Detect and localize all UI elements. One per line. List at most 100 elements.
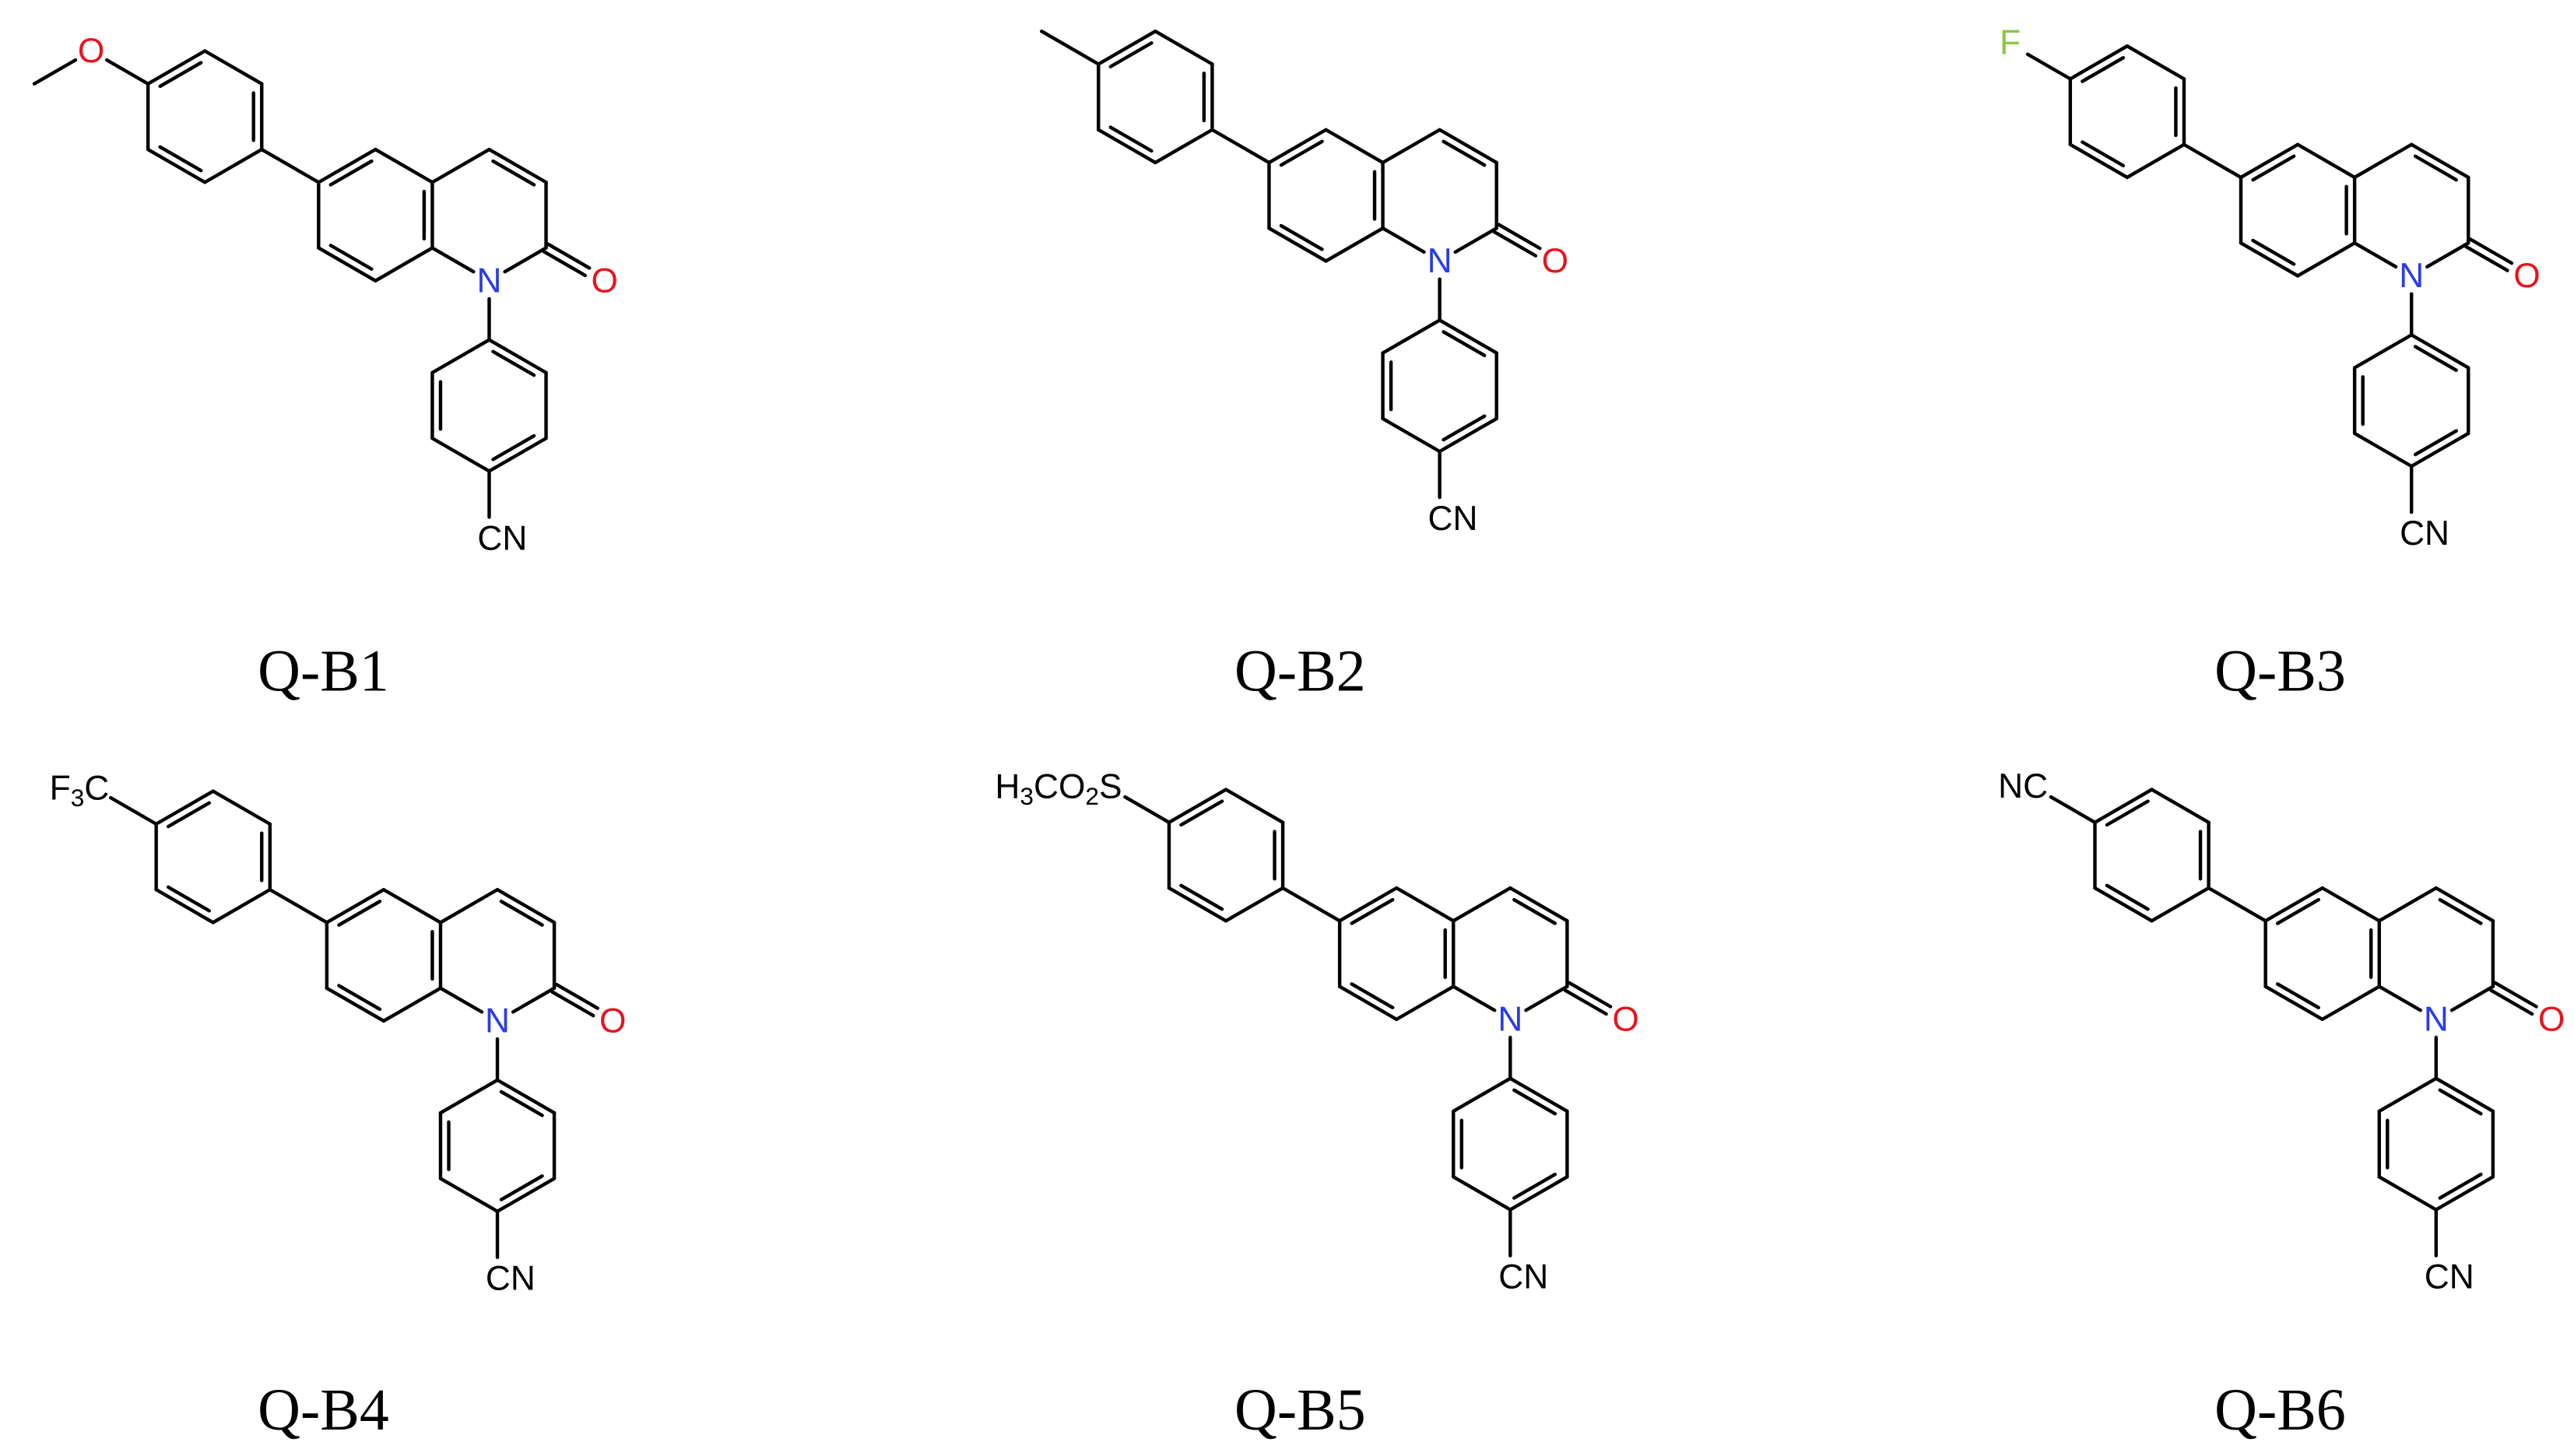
carbonyl-bond — [2468, 237, 2514, 265]
bond-line — [487, 338, 548, 375]
formula-subscript: 3 — [71, 784, 85, 812]
bond-line — [2125, 44, 2186, 81]
bond-line — [1167, 788, 1228, 824]
bond-line — [1097, 128, 1157, 165]
bond-line — [1452, 1076, 1512, 1114]
bond-line — [2239, 142, 2300, 180]
bond-line — [495, 1078, 557, 1115]
bond-line — [32, 58, 78, 86]
bond-line — [1224, 788, 1285, 824]
double-bond-line — [2081, 56, 2126, 83]
bond-line — [1452, 886, 1512, 923]
double-bond-line — [1108, 41, 1154, 68]
bond-line — [211, 789, 272, 826]
nitrogen-atom-label: N — [1427, 242, 1452, 280]
double-bond-line — [491, 159, 536, 187]
formula-text: CO — [1034, 767, 1085, 805]
nitrile-label: CN — [486, 1260, 536, 1298]
bond-line — [1381, 318, 1442, 355]
bond-line — [317, 147, 377, 184]
carbonyl-oxygen-label: O — [592, 261, 618, 300]
bond-line — [2409, 333, 2470, 370]
double-bond-line — [499, 900, 544, 927]
nitrile-label: CN — [1498, 1258, 1548, 1296]
double-bond-line — [166, 801, 212, 829]
double-bond-line — [2251, 238, 2296, 266]
double-bond-line — [2105, 883, 2150, 911]
double-bond-line — [158, 61, 203, 89]
fluorine-label: F — [2000, 23, 2021, 61]
bond-line — [1267, 128, 1328, 165]
bond-line — [1438, 416, 1498, 454]
bond-line — [104, 58, 150, 86]
carbonyl-bond — [1497, 223, 1542, 251]
bond-line — [154, 789, 215, 826]
bond-line — [1267, 226, 1328, 263]
bond-line — [2150, 788, 2211, 824]
double-bond-line — [1179, 883, 1224, 911]
bond-line — [2425, 241, 2470, 269]
bond-line — [2377, 984, 2422, 1012]
bond-line — [2449, 984, 2495, 1012]
bond-line — [2239, 241, 2300, 278]
bond-line — [1324, 226, 1385, 263]
bond-line — [1508, 1175, 1569, 1212]
bond-line — [146, 147, 207, 184]
double-bond-line — [2251, 154, 2296, 182]
formula-subscript: 2 — [1085, 782, 1099, 810]
bond-line — [2125, 142, 2186, 180]
bond-line — [202, 49, 264, 86]
carbonyl-oxygen-label: O — [1612, 1000, 1638, 1038]
double-bond-line — [2413, 154, 2458, 182]
bond-line — [1154, 29, 1214, 66]
bond-line — [1154, 128, 1214, 165]
bond-line — [109, 795, 158, 826]
double-bond-line — [2275, 897, 2320, 925]
bond-line — [1123, 795, 1171, 824]
nitrogen-atom-label: N — [485, 1002, 510, 1040]
double-bond-line — [2413, 429, 2458, 457]
compound-label: Q-B6 — [2214, 1377, 2346, 1443]
formula-text: F — [50, 769, 71, 807]
bond-line — [2377, 1175, 2439, 1212]
bond-line — [2150, 886, 2211, 923]
bond-line — [487, 147, 548, 184]
bond-line — [495, 888, 557, 924]
double-bond-line — [337, 984, 382, 1012]
bond-line — [2409, 431, 2470, 468]
bond-line — [202, 147, 264, 184]
bond-line — [2320, 886, 2381, 923]
bond-line — [2068, 142, 2130, 180]
compound-label: Q-B1 — [258, 639, 389, 704]
bond-line — [2093, 886, 2154, 923]
double-bond-line — [2105, 799, 2150, 827]
bond-line — [1210, 128, 1271, 165]
nitrogen-atom-label: N — [1498, 1000, 1522, 1038]
double-bond-line — [491, 349, 536, 377]
formula-subscript: 3 — [1020, 782, 1034, 810]
carbonyl-bond — [554, 982, 600, 1010]
bond-line — [1097, 29, 1157, 66]
bond-line — [2207, 886, 2267, 923]
double-bond-line — [2438, 1172, 2483, 1200]
double-bond-line — [1512, 1088, 1557, 1116]
bond-line — [430, 338, 491, 375]
double-bond-line — [1442, 139, 1487, 167]
nitrogen-atom-label: N — [2399, 257, 2424, 295]
bond-line — [2352, 333, 2414, 370]
bond-line — [2320, 984, 2381, 1022]
bond-line — [430, 437, 491, 473]
double-bond-line — [491, 433, 536, 461]
bond-line — [2434, 886, 2495, 923]
bond-line — [2093, 788, 2154, 824]
double-bond-line — [1108, 125, 1154, 153]
bond-line — [2377, 1076, 2439, 1114]
bond-line — [2377, 886, 2439, 923]
bond-line — [2263, 984, 2324, 1022]
bond-line — [438, 1177, 500, 1213]
carbonyl-bond — [542, 250, 587, 278]
